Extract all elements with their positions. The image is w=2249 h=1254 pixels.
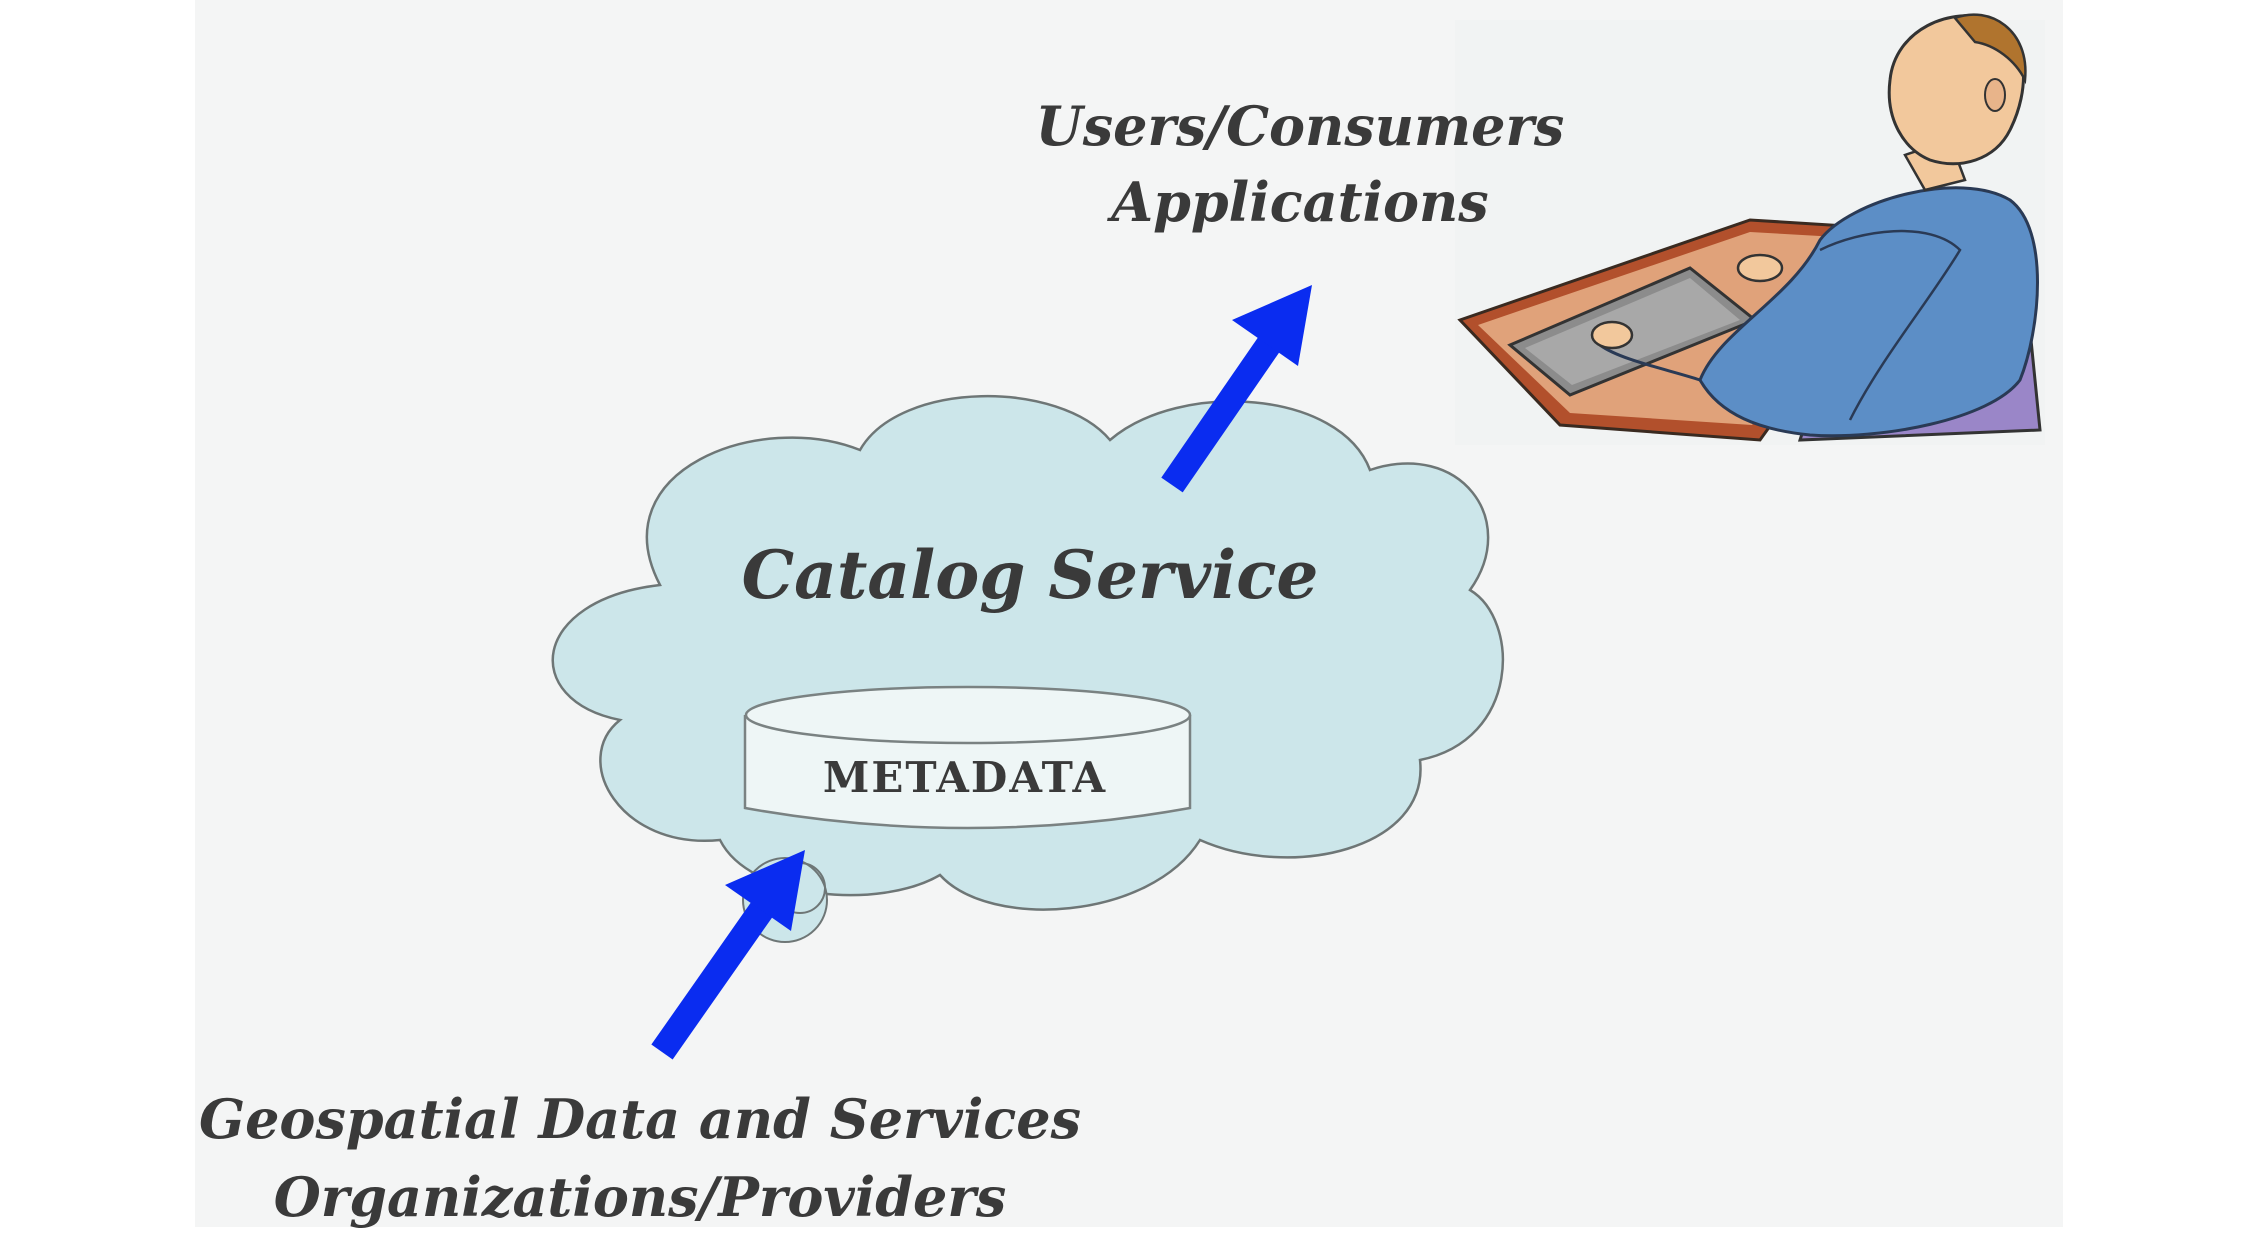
catalog-service-cloud [551, 395, 1505, 943]
arrow-from-providers [651, 850, 805, 1060]
metadata-database-icon [743, 685, 1192, 830]
providers-line-1: Geospatial Data and Services [198, 1087, 1082, 1151]
consumers-label: Users/Consumers Applications [1000, 88, 1600, 240]
consumers-line-2: Applications [1111, 170, 1489, 234]
catalog-service-title: Catalog Service [741, 536, 1319, 614]
providers-line-2: Organizations/Providers [273, 1165, 1007, 1229]
providers-label: Geospatial Data and Services Organizatio… [190, 1080, 1090, 1236]
metadata-label: METADATA [822, 753, 1108, 802]
arrow-to-consumers [1161, 285, 1312, 493]
user-at-computer-icon [1455, 13, 2045, 445]
consumers-line-1: Users/Consumers [1035, 94, 1565, 158]
